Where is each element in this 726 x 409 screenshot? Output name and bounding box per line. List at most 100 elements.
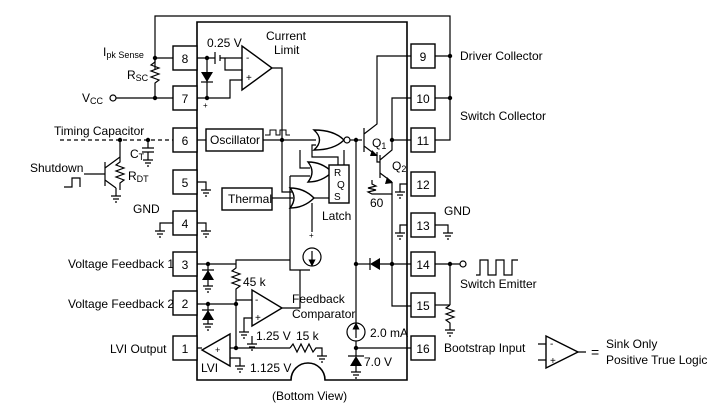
pin-15 [410, 292, 436, 318]
v70-label: 7.0 V [364, 355, 392, 369]
current-limit-comparator: - + + [197, 44, 283, 140]
bootstrap-path [346, 258, 411, 379]
switch-collector-label: Switch Collector [460, 109, 546, 123]
labels: Ipk Sense RSC VCC Timing Capacitor CT Sh… [30, 29, 707, 403]
ct-capacitor [142, 147, 154, 167]
vcc-terminal [109, 94, 117, 102]
svg-text:+: + [203, 101, 208, 110]
i20ma-label: 2.0 mA [370, 326, 408, 340]
ground-symbols [155, 181, 453, 240]
feedback-comparator-label-1: Feedback [292, 292, 346, 306]
v025-label: 0.25 V [207, 36, 242, 50]
pin-2-number: 2 [182, 297, 189, 311]
r45k-resistor [230, 264, 242, 300]
pin-6-number: 6 [182, 134, 189, 148]
legend-sink-only: Sink Only [606, 337, 657, 351]
pin-16-number: 16 [416, 342, 430, 356]
switch-emitter-resistor [444, 304, 456, 337]
shutdown-pulse-icon [64, 177, 81, 188]
v125-label: 1.25 V [256, 329, 291, 343]
driver-collector-label: Driver Collector [460, 49, 543, 63]
external-left-network [60, 55, 173, 203]
or-gate [306, 161, 333, 183]
pin-2 [172, 290, 198, 316]
logic-section: R Q S + [271, 129, 362, 271]
voltage-feedback-1-label: Voltage Feedback 1 [68, 257, 174, 271]
oscillator-block [197, 128, 316, 152]
r15k-resistor [289, 342, 327, 363]
feedback-section: - + [197, 259, 301, 339]
pin-15-number: 15 [416, 299, 430, 313]
svg-text:-: - [246, 53, 249, 64]
pin-7-number: 7 [182, 92, 189, 106]
pin-4-number: 4 [182, 217, 189, 231]
rsc-label: RSC [127, 68, 149, 83]
v025-source [214, 52, 242, 64]
pin-9-number: 9 [420, 50, 427, 64]
svg-text:+: + [309, 231, 314, 240]
pin-11-number: 11 [417, 134, 430, 148]
vcc-label: VCC [82, 91, 104, 106]
thermal-block [221, 187, 273, 211]
thermal-label: Thermal [228, 192, 272, 206]
pin-3-number: 3 [182, 258, 189, 272]
nor-gate [312, 129, 345, 151]
legend-comparator [545, 334, 580, 370]
pin-1-number: 1 [182, 342, 189, 356]
left-pins: 8 7 6 5 4 3 2 1 [172, 45, 198, 361]
gnd-left-label: GND [133, 202, 160, 216]
timing-capacitor-label: Timing Capacitor [54, 124, 144, 138]
legend-symbol: - + [538, 334, 586, 370]
q1-label: Q1 [372, 136, 386, 151]
zener-7v [350, 356, 362, 366]
feedback-comparator [251, 288, 284, 328]
svg-text:+: + [246, 73, 252, 84]
svg-text:S: S [334, 192, 341, 203]
thermal-box [221, 187, 273, 211]
svg-text:+: + [255, 313, 261, 324]
rsc-resistor [149, 58, 161, 98]
pin-13-number: 13 [416, 219, 430, 233]
v1125-label: 1.125 V [250, 361, 291, 375]
shutdown-label: Shutdown [30, 161, 83, 175]
svg-text:+: + [550, 356, 556, 367]
bootstrap-diode [370, 258, 380, 270]
legend-equals: = [591, 344, 599, 360]
top-loop-wire [154, 15, 451, 70]
lvi-section: + [197, 300, 327, 373]
pin-16 [410, 335, 436, 361]
voltage-feedback-2-label: Voltage Feedback 2 [68, 297, 174, 311]
svg-text:+: + [215, 345, 220, 355]
lvi-output-label: LVI Output [110, 342, 167, 356]
current-limit-label-2: Limit [274, 43, 300, 57]
feedback-comparator-label-2: Comparator [292, 307, 355, 321]
zener-diode-top [201, 72, 213, 82]
latch-label: Latch [322, 209, 351, 223]
current-limit-label-1: Current [266, 29, 307, 43]
lvi-comparator [200, 332, 231, 368]
shutdown-transistor [90, 156, 121, 189]
ct-label: CT [130, 147, 145, 162]
s-gate [288, 187, 315, 209]
rdt-label: RDT [128, 169, 149, 184]
pin-5-number: 5 [182, 176, 189, 190]
output-transistors [363, 55, 411, 307]
pin-10-number: 10 [416, 92, 430, 106]
ic-outline [196, 21, 408, 381]
right-pins: 9 10 11 12 13 14 15 16 [410, 43, 436, 361]
oscillator-label: Oscillator [210, 133, 260, 147]
pin-8-number: 8 [182, 52, 189, 66]
svg-text:Q: Q [337, 180, 345, 191]
rdt-resistor [114, 157, 126, 190]
pin-14-number: 14 [416, 258, 430, 272]
r60-label: 60 [370, 196, 384, 210]
svg-text:-: - [255, 295, 258, 306]
lvi-label: LVI [201, 361, 218, 375]
pin-12-number: 12 [416, 178, 430, 192]
r15k-label: 15 k [296, 329, 320, 343]
switch-emitter-pulse-icon [476, 259, 518, 276]
bootstrap-input-label: Bootstrap Input [444, 341, 526, 355]
external-right-network [435, 53, 518, 337]
gnd-right-label: GND [444, 204, 471, 218]
